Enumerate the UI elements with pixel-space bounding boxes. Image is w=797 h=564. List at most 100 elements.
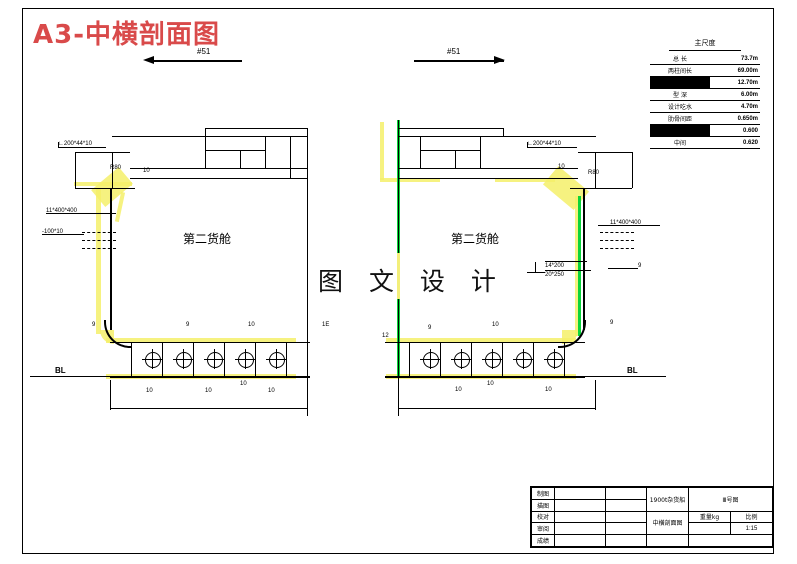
page-title: A3-中横剖面图: [33, 20, 221, 50]
main-dimension-label: 中间: [650, 136, 710, 149]
title-block-key-1: 描图: [531, 498, 555, 512]
ship-name: 1900t杂货船: [646, 487, 689, 512]
main-dimension-value: 0.650m: [710, 112, 760, 125]
weight-label: 重量kg: [688, 510, 731, 524]
dimension-annotation: 14*200: [545, 263, 565, 269]
main-dimension-label: [650, 124, 710, 137]
baseline-right-label: BL: [627, 366, 638, 375]
dimension-annotation: -100*10: [42, 229, 64, 235]
highlight-green-frame: [578, 196, 581, 336]
dimension-annotation: 10: [146, 388, 153, 394]
baseline-right-line: [584, 376, 666, 377]
highlight-deck-left: [74, 182, 132, 186]
weight-value: [688, 522, 731, 536]
title-block-key-3: 审阅: [531, 522, 555, 536]
frame-arrow-left-icon: [143, 56, 154, 64]
main-dimension-value: 0.600: [710, 124, 760, 137]
main-dimension-label: 总 长: [650, 53, 710, 65]
dimension-annotation: 10: [455, 387, 462, 393]
title-block-val2-0: [605, 487, 647, 500]
highlight-right-deck2: [495, 178, 555, 182]
title-block-val-1: [554, 498, 606, 512]
dimension-annotation: 10: [558, 164, 565, 170]
title-block-val2-1: [605, 498, 647, 512]
dimension-annotation: 1E: [322, 322, 330, 328]
title-block: 制图 1900t杂货船 Ⅲ号图 描图 校对 中横剖面图 重量kg 比例 审阅: [530, 486, 774, 548]
highlight-side-shell-left: [96, 188, 101, 334]
dimension-annotation: 10: [545, 387, 552, 393]
highlight-inner-bottom-left: [106, 338, 296, 343]
dimension-annotation: 10: [248, 322, 255, 328]
watermark-text: 图 文 设 计: [318, 267, 505, 296]
dimension-annotation: 20*250: [545, 272, 565, 278]
baseline-left-line: [30, 376, 112, 377]
dimension-annotation: 9: [186, 322, 190, 328]
lightening-hole: [547, 352, 563, 368]
watermark-bar: [397, 253, 400, 299]
main-dimension-value: 0.620: [710, 136, 760, 149]
dimension-annotation: 10: [143, 168, 150, 174]
title-block-spare-1: [646, 534, 689, 547]
main-dimensions-header: 主尺度: [669, 38, 741, 51]
title-block-val-0: [554, 487, 606, 500]
lightening-hole: [269, 352, 285, 368]
title-block-val2-4: [605, 534, 647, 547]
leader-angle-left: [58, 147, 106, 148]
frame-leader-right: [414, 60, 504, 62]
main-dimension-value: 73.7m: [710, 53, 760, 65]
title-block-key-0: 制图: [531, 487, 555, 500]
title-block-key-2: 校对: [531, 510, 555, 524]
lightening-hole: [454, 352, 470, 368]
lightening-hole: [485, 352, 501, 368]
title-block-val-4: [554, 534, 606, 547]
drawing-border: [22, 8, 774, 554]
dimension-annotation: 11*400*400: [610, 220, 641, 226]
frame-arrow-right-icon: [494, 56, 505, 64]
lightening-hole: [516, 352, 532, 368]
title-block-key-4: 成绩: [531, 534, 555, 547]
dimension-annotation: ∟200*44*10: [527, 141, 561, 147]
highlight-right-coaming: [380, 122, 384, 180]
main-dimension-value: 6.00m: [710, 88, 760, 101]
main-dimension-value: 69.00m: [710, 64, 760, 77]
lightening-hole: [145, 352, 161, 368]
hold-label-left: 第二货舱: [183, 232, 232, 246]
dimension-annotation: ∟200*44*10: [58, 141, 92, 147]
dimension-annotation: 11*400*400: [46, 208, 77, 214]
main-dimension-row: 12.70m: [650, 76, 760, 89]
scale-value: 1:15: [730, 522, 773, 536]
lightening-hole: [176, 352, 192, 368]
frame-label-left: #51: [197, 47, 211, 56]
dimension-annotation: 12: [382, 333, 389, 339]
main-dimension-label: 肋骨间距: [650, 112, 710, 125]
frame-label-right: #51: [447, 47, 461, 56]
dimension-annotation: 10: [268, 388, 275, 394]
hold-label-right: 第二货舱: [451, 232, 500, 246]
drawing-name: 中横剖面图: [646, 510, 689, 536]
title-block-val-3: [554, 522, 606, 536]
main-dimension-label: 设计吃水: [650, 100, 710, 113]
main-dimension-label: 两柱间长: [650, 64, 710, 77]
lightening-hole: [207, 352, 223, 368]
baseline-left-label: BL: [55, 366, 66, 375]
highlight-side-shell-right: [575, 196, 580, 336]
title-block-spare-2: [688, 534, 773, 547]
scale-label: 比例: [730, 510, 773, 524]
dimension-annotation: 9: [428, 325, 432, 331]
dimension-annotation: 10: [205, 388, 212, 394]
main-dimension-label: [650, 76, 710, 89]
dimension-annotation: 9: [92, 322, 96, 328]
main-dimension-value: 12.70m: [710, 76, 760, 89]
highlight-right-deck: [380, 178, 440, 182]
main-dimension-value: 4.70m: [710, 100, 760, 113]
drawing-no: Ⅲ号图: [688, 487, 773, 512]
leader-angle-right: [527, 147, 577, 148]
